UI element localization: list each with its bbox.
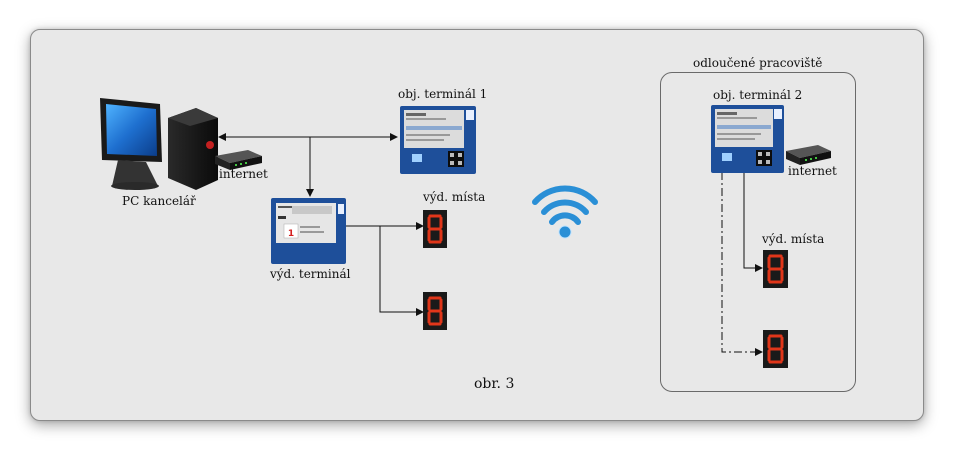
figure-caption: obr. 3: [474, 376, 515, 392]
remote-pickup-display-2-icon: [763, 330, 788, 368]
pc-computer-icon: [100, 98, 218, 190]
remote-workplace-title: odloučené pracoviště: [690, 56, 826, 70]
order-terminal-2-icon: [711, 105, 784, 173]
order-terminal-2-label: obj. terminál 2: [713, 88, 803, 102]
pickup-points-left-label: výd. místa: [423, 190, 486, 204]
internet-left-label: internet: [219, 167, 268, 181]
modem-left-icon: [215, 150, 262, 170]
order-terminal-1-label: obj. terminál 1: [398, 87, 488, 101]
pc-label: PC kancelář: [122, 194, 196, 208]
pickup-display-2-icon: [423, 292, 447, 330]
modem-right-icon: [786, 145, 831, 165]
remote-pickup-display-1-icon: [763, 250, 788, 288]
order-terminal-1-icon: [400, 106, 476, 174]
dispensing-terminal-icon: [271, 198, 346, 264]
pickup-points-right-label: výd. místa: [762, 232, 825, 246]
pickup-display-1-icon: [423, 210, 447, 248]
dispensing-terminal-label: výd. terminál: [270, 267, 351, 281]
dispensing-terminal-screen-number: 1: [288, 229, 294, 239]
wifi-icon: [532, 185, 598, 239]
internet-right-label: internet: [788, 164, 837, 178]
